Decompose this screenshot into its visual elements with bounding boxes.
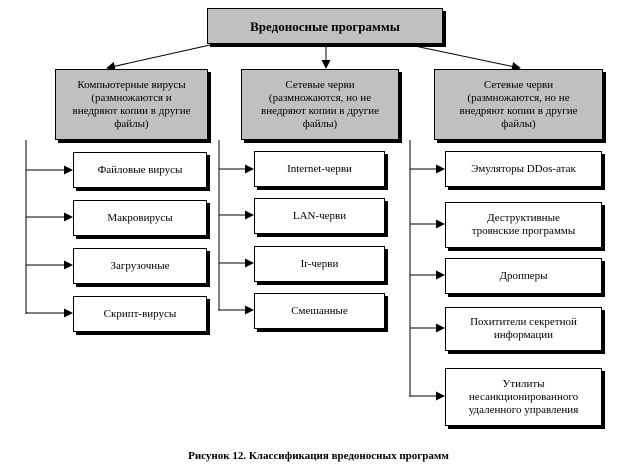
item-droppers: Дропперы — [445, 258, 602, 294]
item-mixed-worms: Смешанные — [254, 293, 385, 329]
item-ir-worms: Ir-черви — [254, 246, 385, 282]
arrow-root-to-cat3 — [409, 44, 521, 71]
item-remote-control-utilities: Утилиты несанкционированного удаленного … — [445, 368, 602, 426]
item-internet-worms: Internet-черви — [254, 151, 385, 187]
category-computer-viruses: Компьютерные вирусы (размножаются и внед… — [55, 69, 208, 140]
item-macro-viruses: Макровирусы — [73, 200, 207, 236]
figure-caption: Рисунок 12. Классификация вредоносных пр… — [188, 450, 449, 462]
item-boot-viruses: Загрузочные — [73, 248, 207, 284]
arrow-root-to-cat1 — [106, 44, 211, 71]
category-network-worms: Сетевые черви (размножаются, но не внедр… — [241, 69, 399, 140]
item-file-viruses: Файловые вирусы — [73, 152, 207, 188]
category-network-worms-2: Сетевые черви (размножаются, но не внедр… — [434, 69, 603, 140]
item-destructive-trojans: Деструктивные троянские программы — [445, 202, 602, 248]
item-ddos-emulators: Эмуляторы DDos-атак — [445, 151, 602, 187]
root-node: Вредоносные программы — [207, 8, 443, 44]
item-secret-info-stealers: Похитители секретной информации — [445, 307, 602, 351]
item-lan-worms: LAN-черви — [254, 198, 385, 234]
item-script-viruses: Скрипт-вирусы — [73, 296, 207, 332]
